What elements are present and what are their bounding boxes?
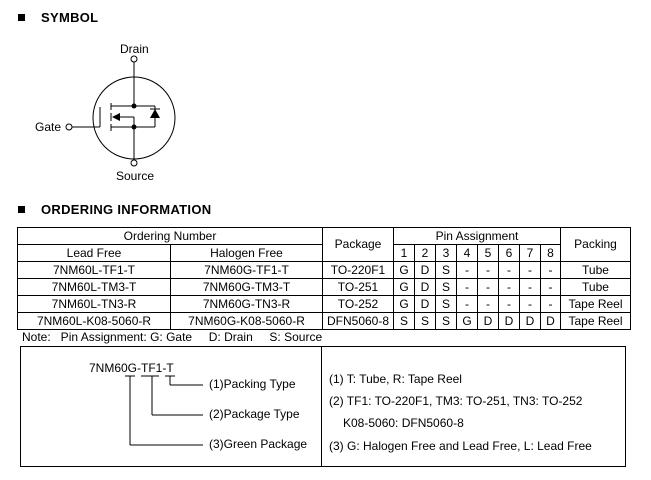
decode-desc: (2) TF1: TO-220F1, TM3: TO-251, TN3: TO-… [329,394,583,408]
package-cell: TO-251 [322,278,394,296]
pin-note: Note: Pin Assignment: G: Gate D: Drain S… [22,330,323,344]
pin-cell: - [456,261,478,279]
pin-cell: - [519,261,541,279]
pin-assignment-header: Pin Assignment [393,227,561,245]
part-number: 7NM60G-TF1-T [89,361,174,375]
diode-icon [150,109,160,118]
lead-free-cell: 7NM60L-TN3-R [17,295,171,313]
pin-cell: - [519,295,541,313]
symbol-title: SYMBOL [41,10,99,25]
pin-cell: - [519,278,541,296]
pin-header: 1 [393,244,415,262]
pin-cell: D [498,312,520,330]
pin-cell: S [435,261,457,279]
package-header: Package [322,227,394,262]
bullet-icon [18,206,25,213]
divider [321,347,322,466]
decode-lines [125,375,203,446]
lead-free-cell: 7NM60L-K08-5060-R [17,312,171,330]
pin-cell: - [477,278,499,296]
pin-header: 6 [498,244,520,262]
pin-header: 2 [414,244,436,262]
gate-label: Gate [35,120,61,134]
pin-cell: - [498,278,520,296]
pin-header: 8 [540,244,561,262]
symbol-heading: SYMBOL [18,10,98,25]
ordering-table: Ordering Number Package Pin Assignment P… [17,227,631,330]
pin-cell: S [435,295,457,313]
halogen-free-header: Halogen Free [170,244,323,262]
halogen-free-cell: 7NM60G-TM3-T [170,278,323,296]
pin-cell: S [435,312,457,330]
halogen-free-cell: 7NM60G-TN3-R [170,295,323,313]
pin-cell: D [414,261,436,279]
package-cell: TO-220F1 [322,261,394,279]
ordering-number-header: Ordering Number [17,227,323,245]
pin-cell: S [435,278,457,296]
decode-desc: (1) T: Tube, R: Tape Reel [329,372,462,386]
source-label: Source [116,169,154,183]
pin-cell: - [477,295,499,313]
ordering-heading: ORDERING INFORMATION [18,202,211,217]
packing-cell: Tube [560,278,631,296]
pin-header: 7 [519,244,541,262]
pin-cell: - [498,295,520,313]
package-cell: DFN5060-8 [322,312,394,330]
pin-cell: D [477,312,499,330]
pin-cell: - [540,278,561,296]
packing-header: Packing [560,227,631,262]
pin-cell: S [414,312,436,330]
junction-dot [131,124,137,130]
pin-cell: - [498,261,520,279]
decode-label: (3)Green Package [209,437,308,451]
pin-cell: G [393,295,415,313]
mosfet-symbol: Drain Gate Source [35,42,176,183]
pin-cell: D [414,295,436,313]
pin-cell: G [456,312,478,330]
part-decode-box: 7NM60G-TF1-T (1)Packing Type (2)Package … [20,346,626,467]
decode-desc: (3) G: Halogen Free and Lead Free, L: Le… [329,439,592,453]
pin-cell: S [393,312,415,330]
lead-free-cell: 7NM60L-TF1-T [17,261,171,279]
ordering-title: ORDERING INFORMATION [41,202,212,217]
pin-cell: - [456,295,478,313]
pin-cell: - [477,261,499,279]
decode-label: (2)Package Type [209,407,300,421]
pin-cell: - [540,261,561,279]
pin-cell: D [414,278,436,296]
pin-cell: G [393,261,415,279]
packing-cell: Tape Reel [560,312,631,330]
pin-cell: D [519,312,541,330]
halogen-free-cell: 7NM60G-TF1-T [170,261,323,279]
pin-cell: - [456,278,478,296]
junction-dot [131,103,137,109]
decode-label: (1)Packing Type [209,377,296,391]
arrow-icon [112,113,120,121]
drain-label: Drain [120,42,149,56]
pin-header: 3 [435,244,457,262]
halogen-free-cell: 7NM60G-K08-5060-R [170,312,323,330]
pin-header: 4 [456,244,478,262]
decode-desc: K08-5060: DFN5060-8 [343,416,464,430]
pin-cell: - [540,295,561,313]
bullet-icon [18,14,25,21]
pin-header: 5 [477,244,499,262]
package-cell: TO-252 [322,295,394,313]
lead-free-header: Lead Free [17,244,171,262]
lead-free-cell: 7NM60L-TM3-T [17,278,171,296]
pin-cell: D [540,312,561,330]
packing-cell: Tube [560,261,631,279]
pin-cell: G [393,278,415,296]
packing-cell: Tape Reel [560,295,631,313]
